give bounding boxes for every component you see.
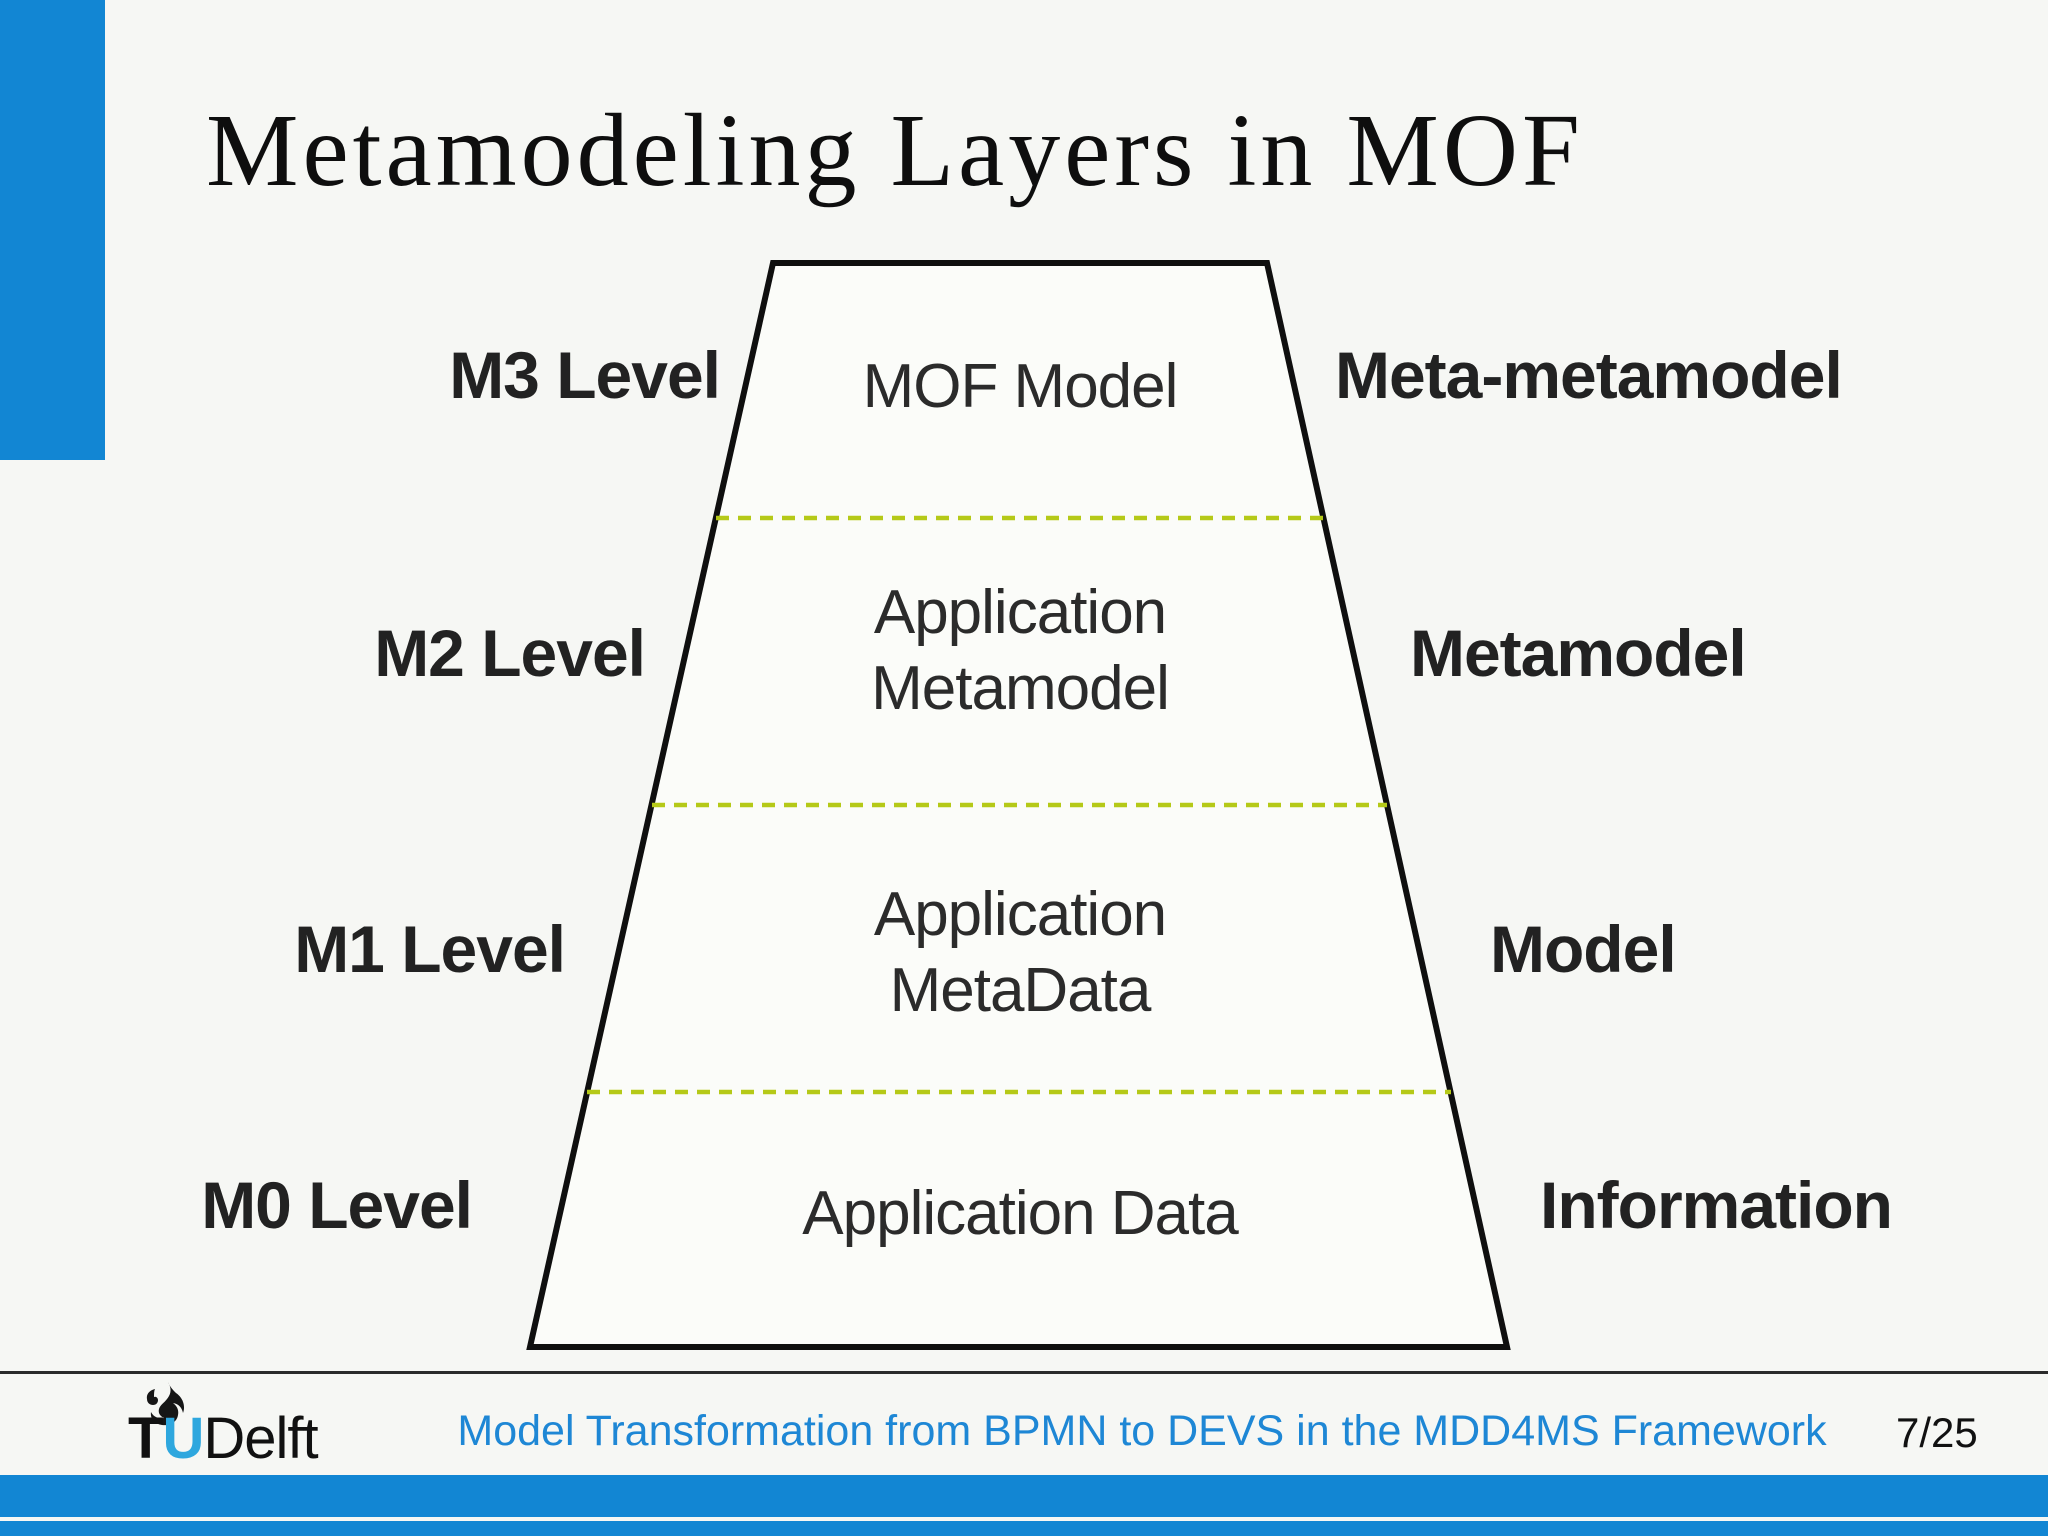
layer-mof-model: MOF Model	[670, 349, 1370, 425]
layer-line: Application	[873, 880, 1167, 949]
level-label-m0: M0 Level	[201, 1168, 473, 1242]
left-accent-bar	[0, 0, 105, 460]
role-label-meta-metamodel: Meta-metamodel	[1335, 338, 1843, 412]
footer-separator-line	[0, 1371, 2048, 1374]
layer-line: MOF Model	[862, 352, 1179, 421]
layer-line: MetaData	[889, 956, 1152, 1025]
page-title: Metamodeling Layers in MOF	[206, 93, 1584, 208]
tu-delft-logo: TUDelft	[128, 1382, 448, 1472]
role-label-model: Model	[1490, 912, 1677, 986]
tu-delft-flame-icon	[146, 1382, 185, 1426]
logo-letter-t: T	[128, 1406, 163, 1471]
page-number: 7/25	[1896, 1409, 1978, 1456]
level-label-m1: M1 Level	[294, 912, 566, 986]
layer-application-metadata: Application MetaData	[670, 877, 1370, 1029]
layer-line: Application Data	[802, 1179, 1238, 1248]
footer-caption: Model Transformation from BPMN to DEVS i…	[457, 1407, 1827, 1455]
role-label-metamodel: Metamodel	[1410, 616, 1747, 690]
logo-word-delft: Delft	[203, 1406, 318, 1471]
logo-letter-u: U	[162, 1406, 204, 1471]
trapezoid-outline	[526, 260, 1511, 1350]
role-label-information: Information	[1540, 1168, 1893, 1242]
level-label-m3: M3 Level	[449, 338, 721, 412]
bottom-accent-bar-upper	[0, 1475, 2048, 1517]
tu-delft-wordmark: TUDelft	[128, 1410, 319, 1468]
layer-application-metamodel: Application Metamodel	[670, 575, 1370, 727]
level-label-m2: M2 Level	[374, 616, 646, 690]
layer-line: Application	[873, 578, 1167, 647]
layer-line: Metamodel	[871, 654, 1170, 723]
layer-application-data: Application Data	[670, 1176, 1370, 1252]
bottom-accent-bar-lower	[0, 1521, 2048, 1536]
